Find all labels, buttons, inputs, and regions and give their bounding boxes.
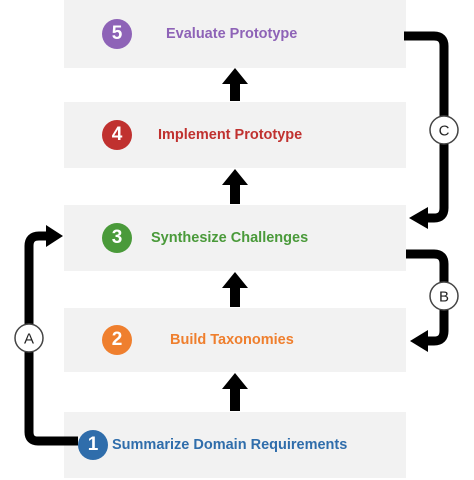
loop-a-arrow: A xyxy=(14,225,78,446)
loop-c-arrow: C xyxy=(404,31,459,229)
step-number-badge: 3 xyxy=(102,223,132,253)
step-number-badge: 2 xyxy=(102,325,132,355)
up-arrow-icon xyxy=(222,68,248,101)
step-implement-prototype: 4 Implement Prototype xyxy=(64,102,406,168)
loop-b-arrow: B xyxy=(406,249,459,352)
step-label: Summarize Domain Requirements xyxy=(112,437,348,453)
step-evaluate-prototype: 5 Evaluate Prototype xyxy=(64,0,406,68)
loop-a-label: A xyxy=(24,331,34,348)
step-label: Implement Prototype xyxy=(158,127,303,143)
step-label: Build Taxonomies xyxy=(170,332,294,348)
up-arrow-icon xyxy=(222,272,248,307)
step-label: Synthesize Challenges xyxy=(151,230,309,246)
loop-b-label: B xyxy=(439,289,449,306)
loop-c-label: C xyxy=(439,123,450,140)
up-arrow-icon xyxy=(222,169,248,204)
step-label: Evaluate Prototype xyxy=(166,26,298,42)
step-summarize-domain-requirements: 1 Summarize Domain Requirements xyxy=(64,412,406,478)
step-number-badge: 1 xyxy=(78,430,108,460)
step-build-taxonomies: 2 Build Taxonomies xyxy=(64,308,406,372)
up-arrow-icon xyxy=(222,373,248,411)
step-number-badge: 5 xyxy=(102,19,132,49)
step-synthesize-challenges: 3 Synthesize Challenges xyxy=(64,205,406,271)
step-number-badge: 4 xyxy=(102,120,132,150)
